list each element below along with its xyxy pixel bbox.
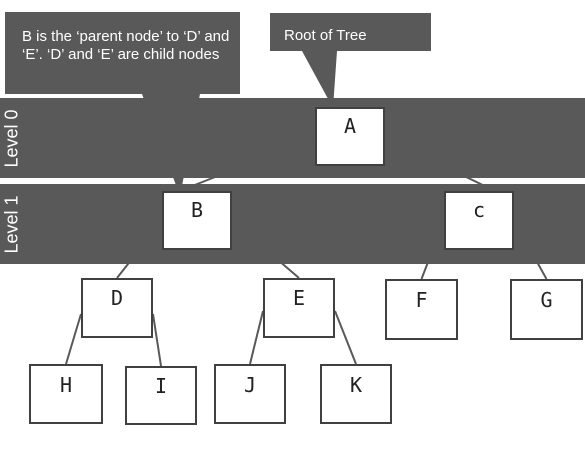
edge-a-b <box>179 136 316 192</box>
edge-d-i <box>152 313 162 367</box>
edge-b-d <box>116 219 163 279</box>
root-callout-shape <box>270 13 431 108</box>
node-k: K <box>320 364 392 424</box>
edge-layer <box>65 136 548 367</box>
edge-b-e <box>231 219 300 279</box>
edge-e-k <box>334 310 357 365</box>
node-j: J <box>214 364 286 424</box>
node-d: D <box>81 278 153 338</box>
node-f: F <box>385 279 458 340</box>
node-i: I <box>125 366 197 425</box>
parent-callout-text: B is the ‘parent node’ to ‘D’ and ‘E’. ‘… <box>22 28 230 63</box>
edge-a-c <box>384 136 496 192</box>
parent-callout-shape <box>5 12 240 196</box>
node-c: c <box>444 191 514 250</box>
node-b: B <box>162 191 232 250</box>
node-e: E <box>263 278 335 338</box>
level-0-band: Level 0 <box>0 98 585 178</box>
edge-d-h <box>65 313 82 365</box>
root-callout-text: Root of Tree <box>284 27 367 44</box>
node-h: H <box>29 364 103 424</box>
node-g: G <box>510 279 583 340</box>
edge-c-f <box>420 220 445 280</box>
node-a: A <box>315 107 385 166</box>
edge-e-j <box>249 310 264 365</box>
edge-c-g <box>513 220 548 280</box>
